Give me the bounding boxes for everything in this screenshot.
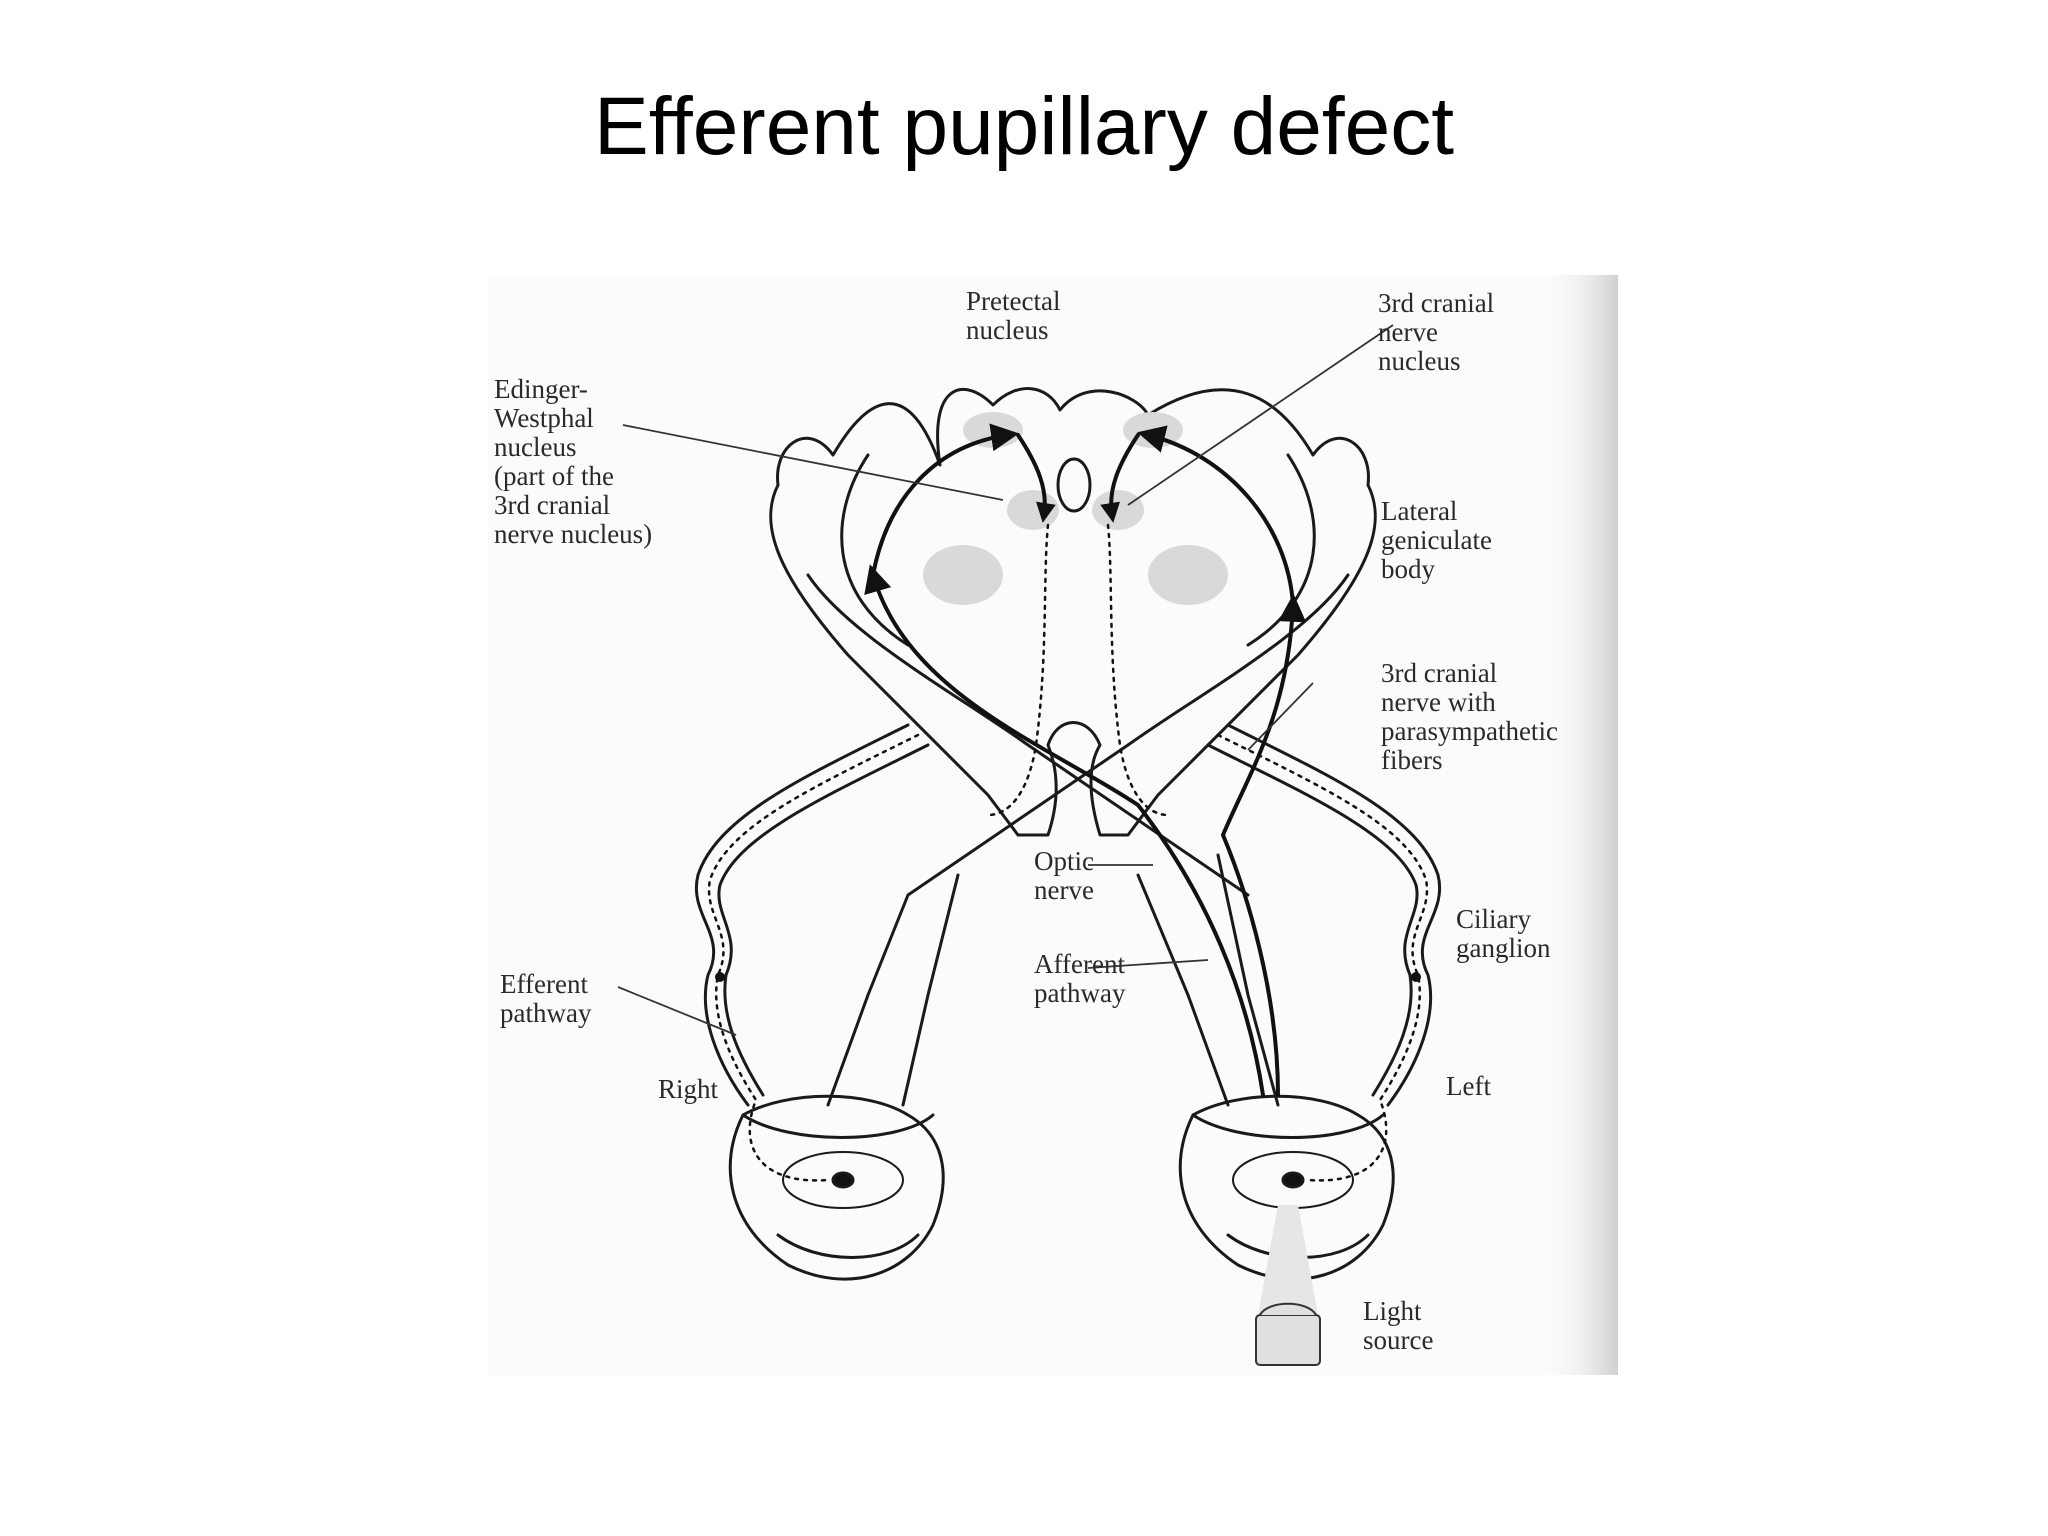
figure-background (488, 275, 1618, 1375)
efferent-midline-left (986, 523, 1050, 817)
third-nerve-left (1226, 723, 1442, 1107)
cerebral-aqueduct (1056, 457, 1092, 513)
afferent-pathway-main (864, 564, 1265, 1097)
optic-tract-right (906, 573, 1350, 897)
third-nerve-right-inner (717, 743, 930, 1097)
eye-right (728, 1094, 945, 1281)
label-afferent-pathway: Afferent pathway (1034, 949, 1126, 1008)
label-edinger-westphal-nucleus: Edinger- Westphal nucleus (part of the 3… (494, 374, 653, 549)
optic-nerve-right-eye (826, 893, 910, 1107)
pretectal-to-ew-left (1016, 433, 1056, 523)
label-left-eye: Left (1446, 1071, 1491, 1101)
pupillary-pathway-diagram: Pretectal nucleus 3rd cranial nerve nucl… (488, 275, 1618, 1375)
label-pretectal-nucleus: Pretectal nucleus (966, 286, 1061, 345)
optic-nerve-left-eye (1136, 873, 1230, 1107)
light-beam (1258, 1205, 1318, 1315)
afferent-pathway-uncrossed (1220, 593, 1307, 1097)
label-right-eye: Right (658, 1074, 719, 1104)
label-light-source: Light source (1363, 1296, 1434, 1355)
label-ciliary-ganglion: Ciliary ganglion (1456, 904, 1551, 963)
afferent-to-pretectal-left (871, 423, 1020, 577)
diagram-artwork (488, 275, 1618, 1375)
page-shadow (1538, 275, 1618, 1375)
optic-nerve-left-eye-inner (1216, 853, 1280, 1107)
third-nerve-left-inner (1206, 743, 1419, 1097)
efferent-midline-right (1106, 523, 1170, 817)
third-nerve-right (694, 723, 910, 1107)
light-source (1255, 1302, 1321, 1366)
label-third-cranial-nerve-nucleus: 3rd cranial nerve nucleus (1378, 288, 1495, 376)
leader-lines (617, 324, 1394, 1036)
label-optic-nerve: Optic nerve (1034, 846, 1094, 905)
efferent-pathway-left (1216, 733, 1429, 1182)
efferent-pathway-right (707, 733, 920, 1182)
inner-contour-right (1246, 453, 1316, 647)
optic-nerve-right-eye-inner (901, 873, 960, 1107)
label-third-cranial-nerve-fibers: 3rd cranial nerve with parasympathetic f… (1381, 658, 1558, 775)
afferent-to-pretectal-right (1137, 425, 1295, 607)
label-efferent-pathway: Efferent pathway (500, 969, 592, 1028)
slide-title: Efferent pupillary defect (594, 81, 1454, 172)
inner-contour-left (840, 453, 910, 647)
optic-tract-left (806, 573, 1250, 897)
ciliary-ganglia (715, 972, 1421, 982)
pretectal-to-ew-right (1100, 433, 1140, 523)
label-lateral-geniculate-body: Lateral geniculate body (1381, 496, 1492, 584)
